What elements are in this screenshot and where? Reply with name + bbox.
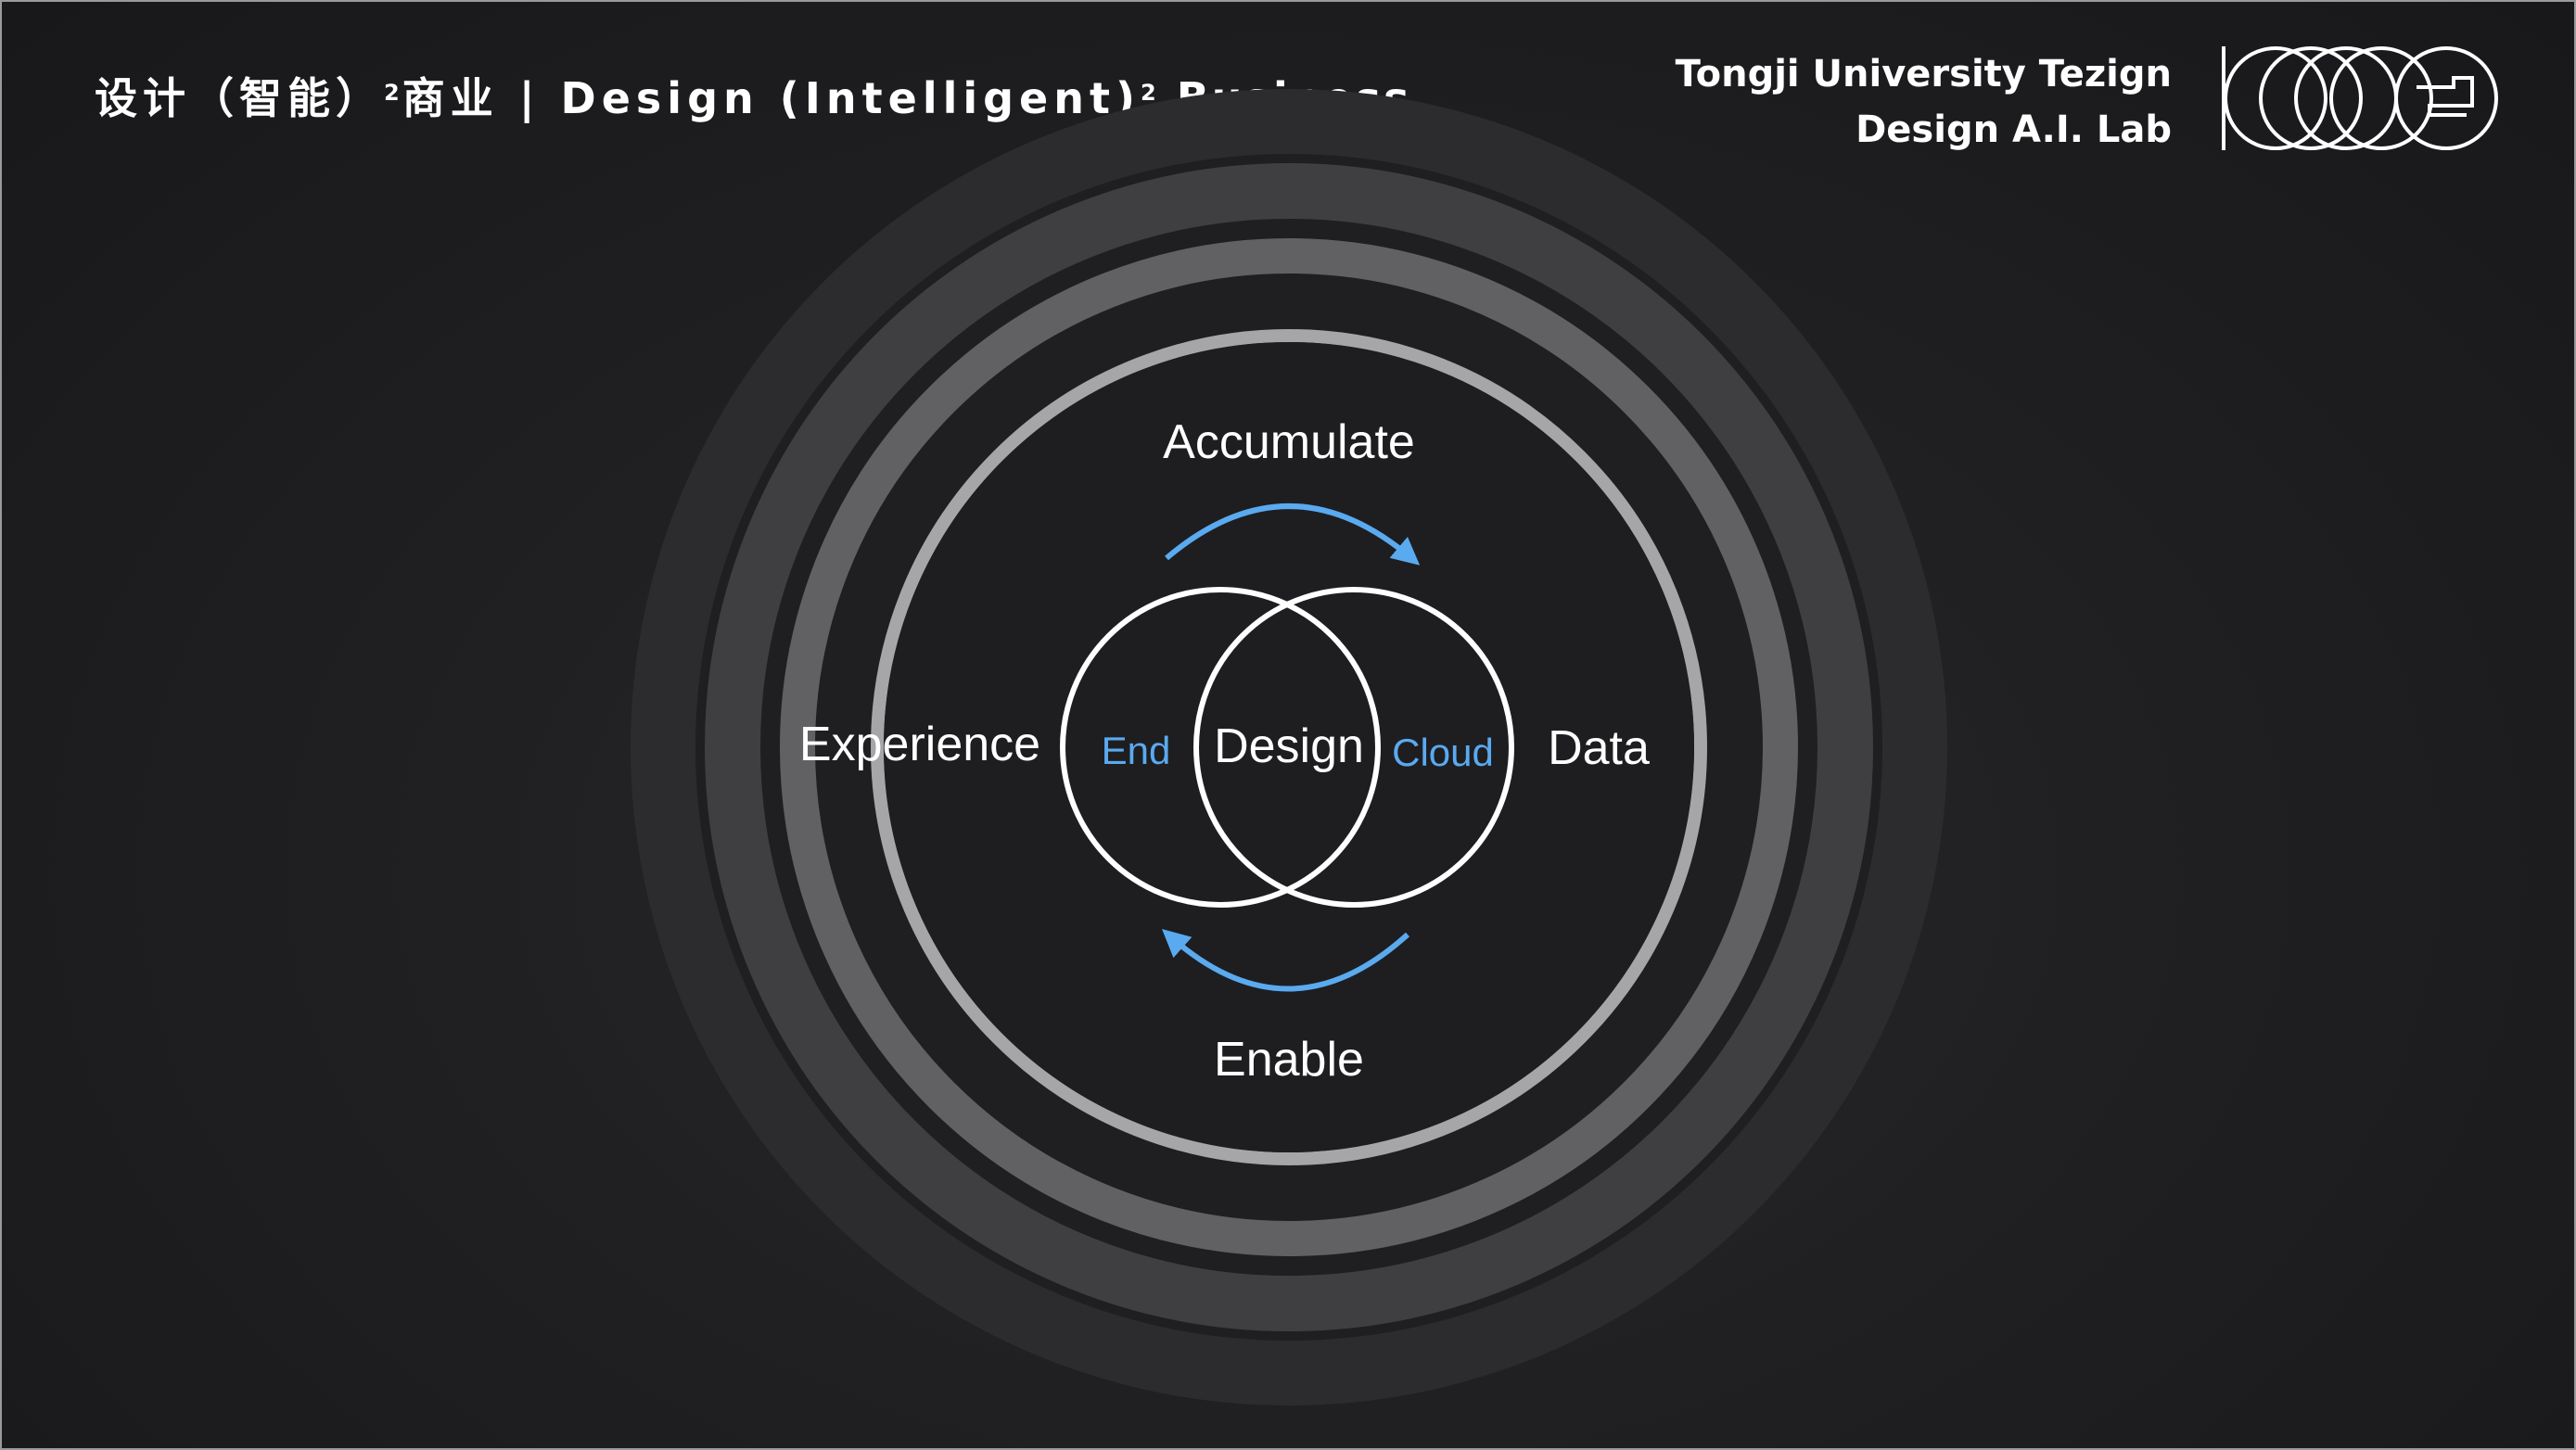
lab-logo-icon <box>2222 46 2498 150</box>
lab-name-line-2: Design A.I. Lab <box>1855 108 2172 151</box>
title-part-a: 设计（智能） <box>95 73 384 123</box>
design-label: Design <box>1214 719 1364 773</box>
title-superscript-a: 2 <box>384 80 402 106</box>
outer-ring <box>705 163 1873 1331</box>
accumulate-label: Accumulate <box>1163 415 1415 469</box>
title-part-b: 商业 | Design (Intelligent) <box>402 73 1141 123</box>
data-label: Data <box>1548 721 1650 775</box>
middle-ring <box>780 238 1798 1256</box>
cloud-label: Cloud <box>1392 731 1494 774</box>
cloud-circle <box>1193 587 1514 908</box>
lab-name-line-1: Tongji University Tezign <box>1675 53 2172 95</box>
inner-disc <box>884 342 1694 1152</box>
enable-label: Enable <box>1214 1033 1364 1087</box>
inner-ring <box>871 329 1707 1165</box>
accumulate-arrow-icon <box>1165 503 1421 566</box>
enable-arrow-icon <box>1162 929 1410 992</box>
end-circle <box>1060 587 1381 908</box>
experience-label: Experience <box>799 718 1040 771</box>
lab-name: Tongji University Tezign Design A.I. Lab <box>1676 46 2172 158</box>
title-superscript-b: 2 <box>1141 80 1159 106</box>
end-label: End <box>1102 729 1171 772</box>
